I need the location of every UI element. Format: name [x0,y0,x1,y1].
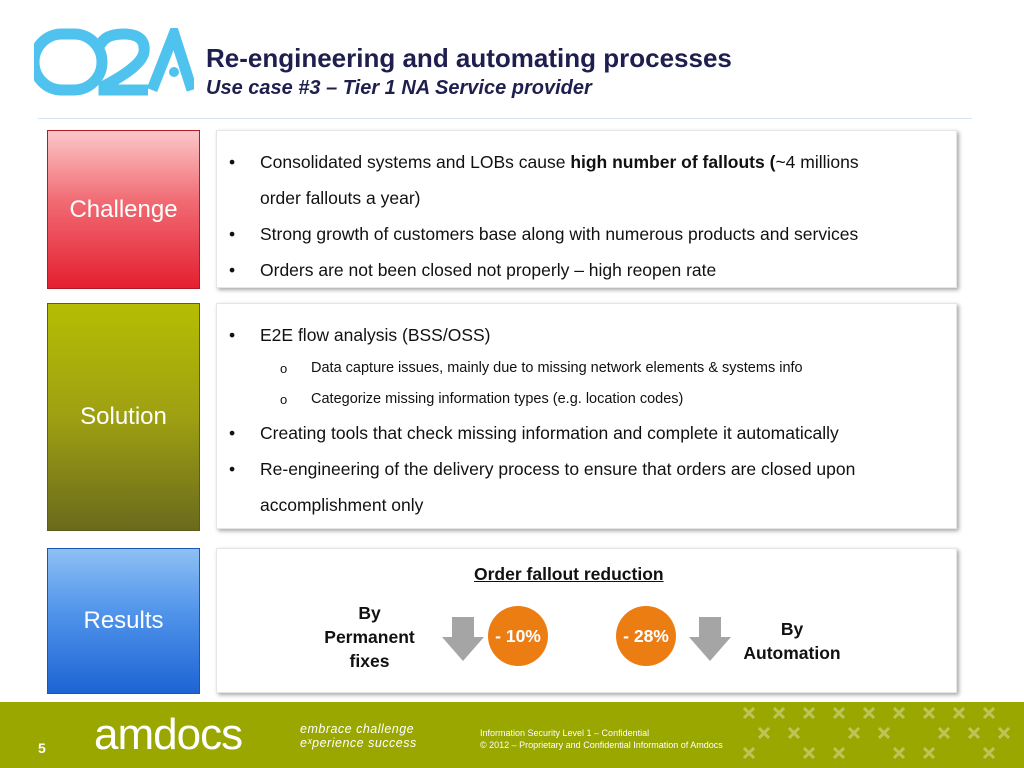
permanent-fixes-value: - 10% [488,606,548,666]
solution-subbullet-2: Categorize missing information types (e.… [227,384,946,415]
page-subtitle: Use case #3 – Tier 1 NA Service provider [206,77,592,99]
o2a-logo [34,28,194,96]
automation-caption: By Automation [743,619,841,663]
results-label: Results [47,548,200,694]
solution-label: Solution [47,303,200,531]
footer-bar [0,702,1024,768]
solution-subbullet-1: Data capture issues, mainly due to missi… [227,353,946,384]
results-panel: Order fallout reduction By Permanent fix… [216,548,957,693]
challenge-bullet-1: Consolidated systems and LOBs cause high… [227,144,946,180]
tagline: embrace challenge eˣperience success [300,722,417,750]
solution-bullet-2: Creating tools that check missing inform… [227,415,946,451]
challenge-bullet-2: Strong growth of customers base along wi… [227,216,946,252]
header-divider [38,118,972,119]
page-number: 5 [38,740,46,756]
footer-x-pattern [742,706,1011,760]
challenge-panel: Consolidated systems and LOBs cause high… [216,130,957,288]
down-arrow-icon [442,617,484,661]
down-arrow-icon [689,617,731,661]
challenge-label: Challenge [47,130,200,289]
amdocs-logo: amdocs [94,710,243,759]
solution-bullet-3-cont: accomplishment only [260,495,424,515]
solution-panel: E2E flow analysis (BSS/OSS) Data capture… [216,303,957,529]
permanent-fixes-caption: By Permanent fixes [324,603,415,671]
page-title: Re-engineering and automating processes [206,43,732,73]
solution-bullet-1: E2E flow analysis (BSS/OSS) [227,317,946,353]
legal-notice: Information Security Level 1 – Confident… [480,728,723,750]
automation-value: - 28% [616,606,676,666]
results-title: Order fallout reduction [474,564,664,584]
challenge-bullet-1-cont: order fallouts a year) [260,188,421,208]
challenge-bullet-3: Orders are not been closed not properly … [227,252,946,288]
solution-bullet-3: Re-engineering of the delivery process t… [227,451,946,487]
